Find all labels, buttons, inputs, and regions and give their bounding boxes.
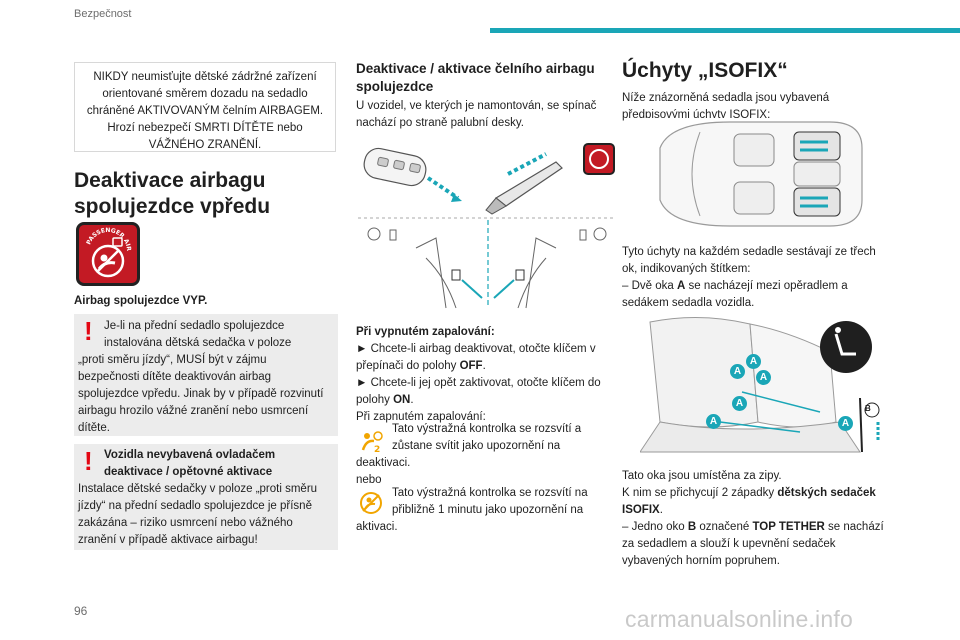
isofix-anchor-diagram — [639, 316, 880, 453]
airbag-off-symbol: PASSENGER AIRBAG — [77, 220, 132, 278]
anchor-b-marker: B — [865, 404, 871, 413]
exclamation-icon: ! — [84, 446, 93, 476]
anchor-a-marker: A — [706, 414, 721, 429]
header-accent-bar — [490, 28, 960, 33]
zip-text: Tato oka jsou umístěna za zipy. — [622, 470, 782, 482]
lamp1-line3: deaktivaci. — [356, 457, 411, 469]
note-box-rear-facing: ! Je-li na přední sedadlo spolujezdce in… — [74, 314, 338, 436]
section-heading-switch: Deaktivace / aktivace čelního airbagu sp… — [356, 61, 595, 94]
latches-post: . — [659, 504, 663, 516]
lamp2-line3: aktivaci. — [356, 521, 398, 533]
exclamation-icon: ! — [84, 316, 93, 346]
tether-letter: B — [687, 521, 697, 533]
car-top-view-illustration — [640, 118, 864, 230]
note-box-no-switch: ! Vozidla nevybavená ovladačem deaktivac… — [74, 444, 338, 550]
lamp1-line1: Tato výstražná kontrolka se rozsvítí a — [392, 423, 582, 435]
switch-intro: U vozidel, ve kterých je namontován, se … — [356, 100, 597, 129]
watermark: carmanualsonline.info — [625, 606, 853, 632]
lamp2-line2: přibližně 1 minutu jako upozornění na — [392, 504, 584, 516]
dashboard-right — [517, 227, 607, 309]
anchor-a-marker: A — [732, 396, 747, 411]
icon-label: PASSENGER AIRBAG — [77, 220, 133, 252]
svg-text:2: 2 — [374, 445, 380, 454]
step2-end: . — [410, 394, 414, 406]
note1-body: „proti směru jízdy“, MUSÍ být v zájmu be… — [78, 354, 324, 434]
tether-post: se nachází za sedadlem a slouží k upevně… — [622, 521, 884, 567]
airbag-switch-icon — [583, 143, 615, 175]
page-number: 96 — [74, 604, 88, 618]
or-label: nebo — [356, 474, 382, 486]
points-a-text: – Dvě oka A se nacházejí mezi opěradlem … — [622, 278, 888, 312]
section-heading-isofix: Úchyty „ISOFIX“ — [622, 59, 788, 82]
tether-mid: označené — [696, 521, 753, 533]
icon-caption: Airbag spolujezdce VYP. — [74, 295, 208, 307]
step2-text: ► Chcete-li jej opět zaktivovat, otočte … — [356, 377, 601, 406]
section-heading-airbag: Deaktivace airbagu spolujezdce vpředu — [74, 169, 271, 218]
note2-title2: deaktivace / opětovné aktivace — [104, 466, 273, 478]
step1-off: OFF — [459, 360, 483, 372]
car-seat-layout-diagram — [659, 121, 863, 227]
note2-body: Instalace dětské sedačky v poloze „proti… — [78, 483, 318, 546]
isofix-seat-icon — [820, 321, 872, 373]
passenger-airbag-off-icon: PASSENGER AIRBAG — [76, 220, 140, 286]
svg-text:PASSENGER AIRBAG: PASSENGER AIRBAG — [79, 225, 132, 252]
anchor-a-marker: A — [838, 416, 853, 431]
key-switch-diagram — [358, 143, 616, 309]
airbag-switch-illustration — [356, 138, 618, 310]
note2-title1: Vozidla nevybavená ovladačem — [104, 449, 276, 461]
points-a-post: se nacházejí mezi opěradlem a sedákem se… — [622, 280, 848, 309]
isofix-points-text: Tyto úchyty na každém sedadle sestávají … — [622, 246, 876, 275]
key-blade-icon — [485, 161, 563, 215]
note1-line2: instalována dětská sedačka v poloze — [104, 337, 292, 349]
step2-on: ON — [393, 394, 411, 406]
points-a-letter: A — [676, 280, 686, 292]
anchor-a-marker: A — [746, 354, 761, 369]
tether-pre: – Jedno oko — [622, 521, 688, 533]
step1-text: ► Chcete-li airbag deaktivovat, otočte k… — [356, 343, 596, 372]
ignition-on-label: Při zapnutém zapalování: — [356, 411, 486, 423]
step-activate: ► Chcete-li jej opět zaktivovat, otočte … — [356, 375, 618, 409]
latches-pre: K nim se přichycují 2 západky — [622, 487, 778, 499]
airbag-on-warning-lamp-icon — [358, 490, 384, 516]
anchor-a-marker: A — [756, 370, 771, 385]
step1-end: . — [482, 360, 486, 372]
anchor-a-marker: A — [730, 364, 745, 379]
top-tether-text: – Jedno oko B označené TOP TETHER se nac… — [622, 519, 888, 570]
lamp1-line2: zůstane svítit jako upozornění na — [392, 440, 561, 452]
note1-line1: Je-li na přední sedadlo spolujezdce — [104, 320, 285, 332]
dashboard-left — [367, 227, 457, 309]
section-header: Bezpečnost — [74, 8, 132, 20]
ignition-off-label: Při vypnutém zapalování: — [356, 326, 495, 338]
step-deactivate: ► Chcete-li airbag deaktivovat, otočte k… — [356, 341, 618, 375]
warning-box: NIKDY neumisťujte dětské zádržné zařízen… — [74, 62, 336, 152]
key-fob-icon — [363, 147, 427, 187]
tether-bold: TOP TETHER — [752, 521, 825, 533]
airbag-off-warning-lamp-icon: 2 — [358, 428, 384, 455]
isofix-latches-text: K nim se přichycují 2 západky dětských s… — [622, 485, 888, 519]
lamp2-line1: Tato výstražná kontrolka se rozsvítí na — [392, 487, 588, 499]
points-a-pre: – Dvě oka — [622, 280, 677, 292]
rear-seat-isofix-illustration: A A A A A A B — [639, 312, 890, 458]
latches-bold: dětských sedaček ISOFIX — [622, 487, 876, 516]
